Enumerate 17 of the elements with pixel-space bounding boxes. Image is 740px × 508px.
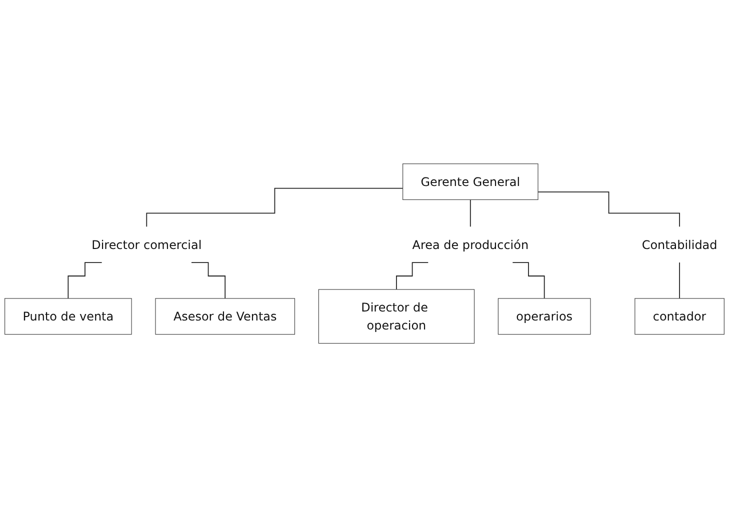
connector xyxy=(191,262,226,300)
node-box: contador xyxy=(634,298,724,336)
node-box: Director de operacion xyxy=(318,290,475,344)
node-text: Area de producción xyxy=(412,238,529,252)
connector xyxy=(146,188,404,228)
node-text: Contabilidad xyxy=(642,238,718,252)
node-text: Director comercial xyxy=(92,238,202,252)
connector xyxy=(538,192,680,228)
connector xyxy=(679,262,680,300)
connector xyxy=(396,262,429,290)
connector xyxy=(470,200,471,228)
connector xyxy=(68,262,102,300)
node-box: Asesor de Ventas xyxy=(155,298,296,336)
node-box: operarios xyxy=(498,298,591,336)
node-box: Punto de venta xyxy=(4,298,132,336)
connector xyxy=(512,262,545,300)
node-box: Gerente General xyxy=(402,164,538,200)
